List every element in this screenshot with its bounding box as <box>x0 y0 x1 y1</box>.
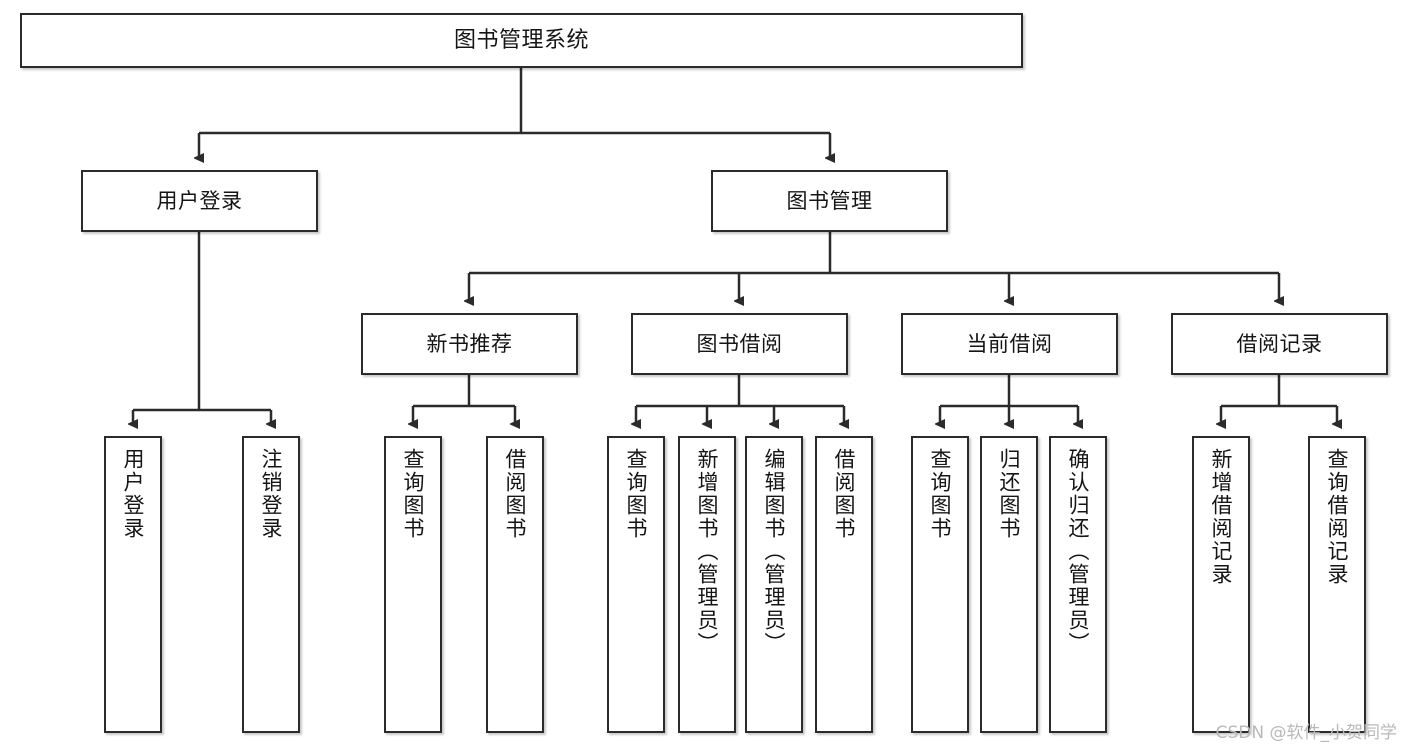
node-book-management[interactable]: 图书管理 <box>711 170 948 232</box>
node-leaf-add-book[interactable]: 新增图书（管理员） <box>678 436 736 733</box>
node-label: 查询借阅记录 <box>1325 448 1350 586</box>
node-label: 归还图书 <box>997 448 1022 540</box>
node-label: 用户登录 <box>156 188 243 213</box>
node-label: 图书管理 <box>786 188 873 213</box>
node-user-login[interactable]: 用户登录 <box>81 170 318 232</box>
node-label: 确认归还（管理员） <box>1066 448 1091 655</box>
node-label: 当前借阅 <box>966 331 1053 356</box>
node-new-book-recommend[interactable]: 新书推荐 <box>361 313 578 375</box>
node-label: 借阅记录 <box>1236 331 1323 356</box>
node-leaf-edit-book[interactable]: 编辑图书（管理员） <box>745 436 803 733</box>
node-label: 图书管理系统 <box>453 27 589 53</box>
node-leaf-query-book-1[interactable]: 查询图书 <box>384 436 442 733</box>
node-label: 借阅图书 <box>503 448 528 540</box>
node-current-borrow[interactable]: 当前借阅 <box>901 313 1118 375</box>
node-root-system[interactable]: 图书管理系统 <box>20 13 1023 68</box>
node-leaf-query-book-3[interactable]: 查询图书 <box>911 436 969 733</box>
node-label: 编辑图书（管理员） <box>762 448 787 655</box>
node-label: 新增图书（管理员） <box>695 448 720 655</box>
node-leaf-add-record[interactable]: 新增借阅记录 <box>1192 436 1250 733</box>
node-leaf-borrow-book-1[interactable]: 借阅图书 <box>486 436 544 733</box>
node-label: 图书借阅 <box>696 331 783 356</box>
node-leaf-confirm-return[interactable]: 确认归还（管理员） <box>1049 436 1107 733</box>
node-leaf-logout-login[interactable]: 注销登录 <box>242 436 300 733</box>
node-borrow-record[interactable]: 借阅记录 <box>1171 313 1388 375</box>
node-leaf-query-record[interactable]: 查询借阅记录 <box>1308 436 1366 733</box>
node-leaf-user-login[interactable]: 用户登录 <box>104 436 162 733</box>
node-label: 查询图书 <box>928 448 953 540</box>
watermark: CSDN @软件_小贺同学 <box>1215 723 1397 743</box>
node-label: 注销登录 <box>259 448 284 540</box>
node-leaf-query-book-2[interactable]: 查询图书 <box>607 436 665 733</box>
node-leaf-return-book[interactable]: 归还图书 <box>980 436 1038 733</box>
node-leaf-borrow-book-2[interactable]: 借阅图书 <box>815 436 873 733</box>
node-label: 新增借阅记录 <box>1209 448 1234 586</box>
node-label: 查询图书 <box>624 448 649 540</box>
node-book-borrow[interactable]: 图书借阅 <box>631 313 848 375</box>
node-label: 新书推荐 <box>426 331 513 356</box>
node-label: 查询图书 <box>401 448 426 540</box>
node-label: 借阅图书 <box>832 448 857 540</box>
node-label: 用户登录 <box>121 448 146 540</box>
